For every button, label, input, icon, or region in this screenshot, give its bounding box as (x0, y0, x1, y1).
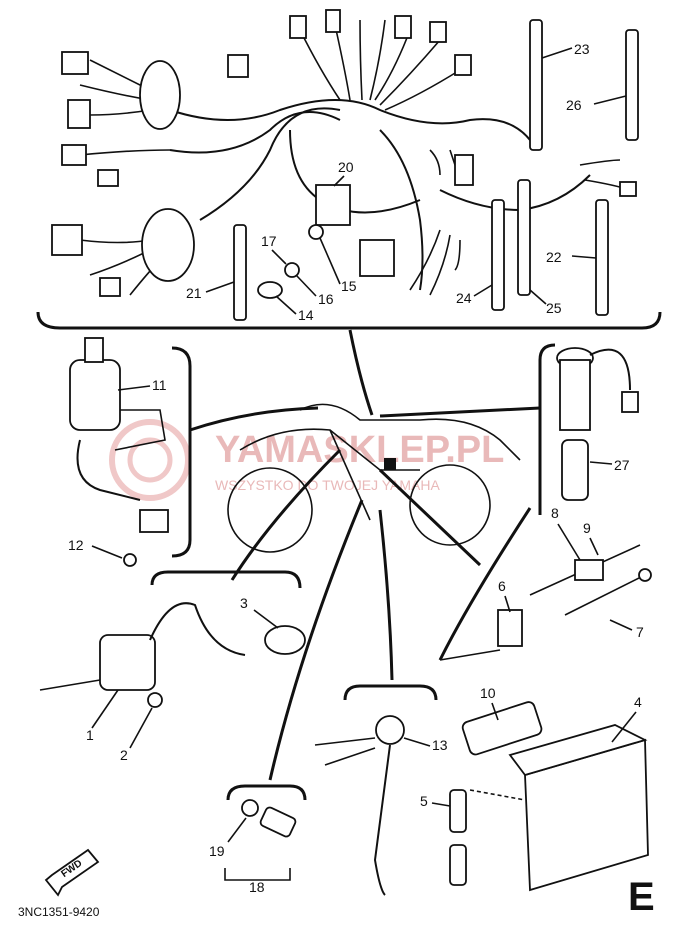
catalog-code: 3NC1351-9420 (18, 905, 100, 919)
sensor (224, 799, 297, 881)
callout-19: 19 (209, 843, 225, 859)
callout-4: 4 (634, 694, 642, 710)
ignition-coil (39, 602, 306, 708)
switch-bracket (343, 684, 438, 701)
battery-assembly (449, 701, 649, 892)
callout-12: 12 (68, 537, 84, 553)
main-switch (69, 337, 169, 567)
motorcycle-outline (227, 403, 521, 553)
harness-grommet-upper (139, 60, 181, 130)
relay-and-fuse-leads (439, 544, 652, 661)
callout-16: 16 (318, 291, 334, 307)
callout-2: 2 (120, 747, 128, 763)
cable-ties (233, 19, 639, 321)
small-hardware (257, 224, 324, 299)
callout-24: 24 (456, 290, 472, 306)
neutral-switch-lead (314, 715, 405, 896)
callout-11: 11 (152, 377, 167, 393)
callout-3: 3 (240, 595, 248, 611)
callout-7: 7 (636, 624, 644, 640)
grip-bracket (538, 343, 556, 515)
leader-lines (189, 329, 541, 781)
callout-13: 13 (432, 737, 448, 753)
callouts: 1 2 3 4 5 6 7 8 9 10 11 12 13 14 15 16 1… (68, 41, 644, 895)
relay-bracket (438, 507, 532, 661)
section-letter: E (628, 875, 655, 919)
grip-heater (556, 347, 639, 501)
wiring-harness (79, 19, 631, 296)
fwd-arrow: FWD (44, 848, 100, 897)
callout-25: 25 (546, 300, 562, 316)
harness-connectors (51, 9, 637, 297)
callout-17: 17 (261, 233, 277, 249)
callout-15: 15 (341, 278, 357, 294)
callout-8: 8 (551, 505, 559, 521)
callout-10: 10 (480, 685, 496, 701)
callout-5: 5 (420, 793, 428, 809)
callout-20: 20 (338, 159, 354, 175)
harness-grommet-lower (141, 208, 195, 282)
callout-26: 26 (566, 97, 582, 113)
callout-21: 21 (186, 285, 202, 301)
watermark-subtitle: WSZYSTKO DO TWOJEJ YAMAHA (215, 477, 440, 493)
callout-23: 23 (574, 41, 590, 57)
callout-18: 18 (249, 879, 265, 895)
sensor-bracket (226, 784, 307, 801)
harness-bracket (36, 311, 662, 330)
callout-1: 1 (86, 727, 94, 743)
main-switch-bracket (171, 346, 192, 558)
callout-9: 9 (583, 520, 591, 536)
callout-27: 27 (614, 457, 630, 473)
watermark: YAMASKLEP.PL WSZYSTKO DO TWOJEJ YAMAHA (109, 419, 504, 501)
callout-14: 14 (298, 307, 314, 323)
callout-6: 6 (498, 578, 506, 594)
callout-22: 22 (546, 249, 562, 265)
watermark-title: YAMASKLEP.PL (215, 429, 504, 471)
ignition-coil-bracket (150, 570, 302, 589)
